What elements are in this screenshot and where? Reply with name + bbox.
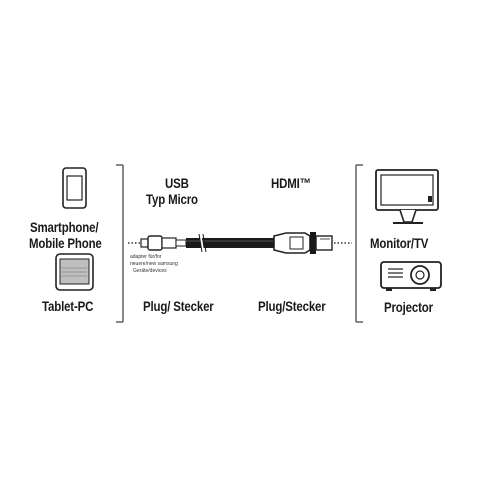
micro-usb-plug-icon	[140, 235, 187, 251]
mobile-phone-label: Mobile Phone	[29, 235, 102, 251]
left-bracket	[116, 164, 124, 323]
usb-title: USB	[165, 175, 189, 191]
usb-plug-label: Plug/ Stecker	[143, 298, 214, 314]
tablet-label: Tablet-PC	[42, 298, 94, 314]
hdmi-title: HDMI™	[271, 175, 312, 191]
hdmi-plug-icon	[273, 232, 333, 254]
usb-type-title: Typ Micro	[146, 191, 198, 207]
projector-label: Projector	[384, 299, 433, 315]
hdmi-plug-label: Plug/Stecker	[258, 298, 326, 314]
adapter-note-line-2: neuere/new samsung	[130, 261, 178, 267]
smartphone-label: Smartphone/	[30, 219, 99, 235]
cable	[186, 233, 274, 253]
projector-icon	[380, 261, 442, 291]
adapter-note-line-1: adapter für/for	[130, 254, 162, 260]
smartphone-icon	[62, 167, 87, 209]
tablet-icon	[55, 253, 94, 291]
right-bracket	[355, 164, 363, 323]
monitor-icon	[375, 169, 439, 224]
monitor-label: Monitor/TV	[370, 235, 429, 251]
adapter-note-line-3: Geräte/devices	[133, 268, 167, 274]
